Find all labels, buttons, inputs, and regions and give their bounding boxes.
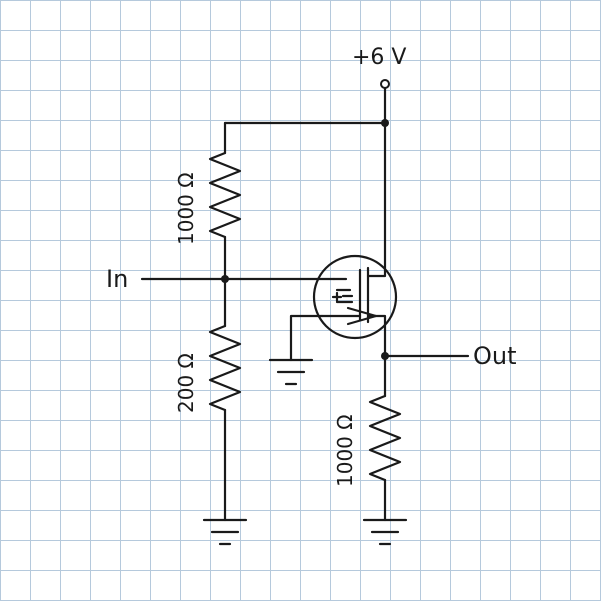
- ground-icon: [202, 518, 248, 546]
- junction-dot: [381, 119, 389, 127]
- drain-lead: [366, 266, 387, 278]
- wires: [140, 86, 470, 522]
- capacitor-icon: [335, 288, 354, 304]
- junction-dot: [221, 275, 229, 283]
- plus-icon: [331, 291, 343, 303]
- mosfet-envelope: [312, 254, 398, 340]
- r-bottom-label: 200 Ω: [174, 353, 198, 413]
- resistor-bottom-icon: [208, 324, 242, 412]
- body-ground-wire: [289, 314, 324, 362]
- input-label: In: [106, 265, 128, 293]
- mosfet-icon: [312, 254, 398, 340]
- supply-label: +6 V: [352, 45, 406, 70]
- ground-icon: [268, 358, 314, 386]
- output-label: Out: [473, 342, 517, 370]
- r-top-label: 1000 Ω: [174, 172, 198, 245]
- r-load-label: 1000 Ω: [333, 414, 357, 487]
- terminal-icon: [380, 79, 390, 89]
- resistor-top-icon: [208, 151, 242, 239]
- arrow-icon: [346, 306, 378, 326]
- junction-dot: [381, 352, 389, 360]
- resistor-load-icon: [368, 394, 402, 482]
- ground-icon: [362, 518, 408, 546]
